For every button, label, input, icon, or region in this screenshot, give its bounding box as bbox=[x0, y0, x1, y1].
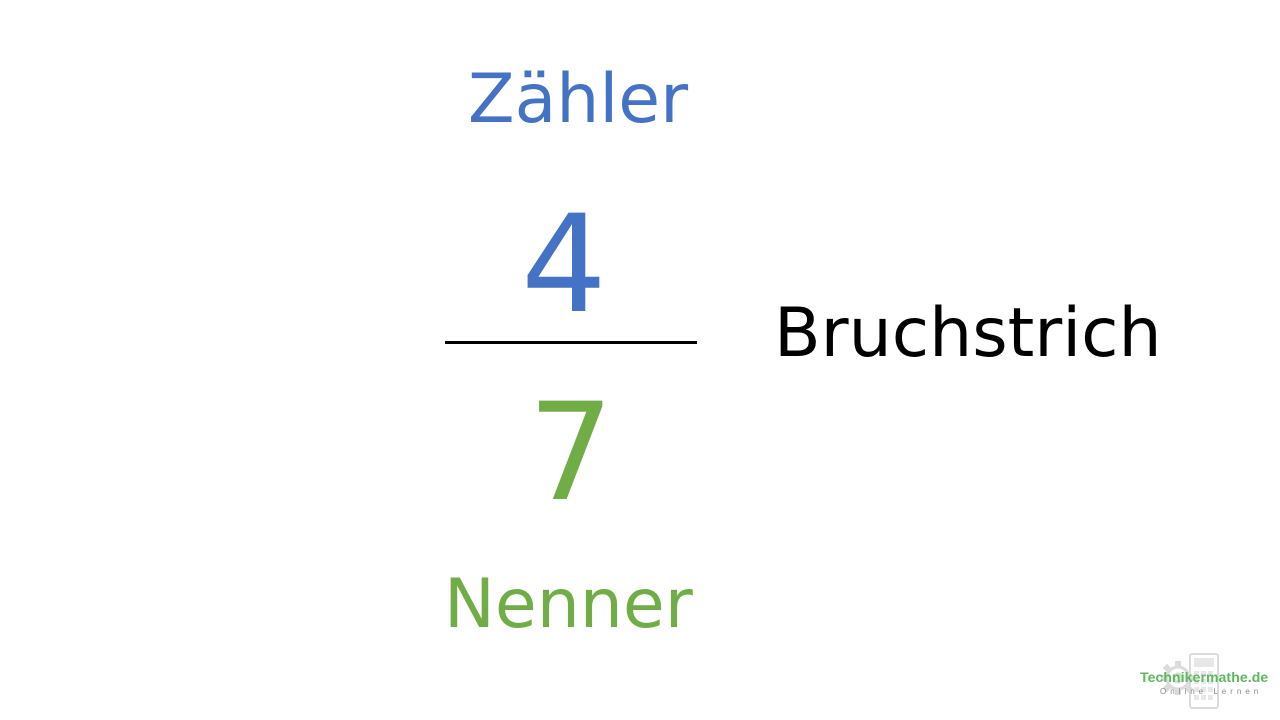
denominator-label: Nenner bbox=[444, 565, 693, 644]
watermark-logo: Technikermathe.de Online Lernen bbox=[1140, 648, 1276, 714]
gear-calculator-icon bbox=[1161, 653, 1219, 709]
fraction-bar bbox=[445, 341, 697, 344]
numerator-value: 4 bbox=[521, 186, 607, 343]
fraction-bar-label: Bruchstrich bbox=[774, 294, 1162, 373]
watermark-brand-text: Technikermathe.de bbox=[1140, 669, 1269, 685]
denominator-value: 7 bbox=[528, 374, 614, 531]
numerator-label: Zähler bbox=[468, 60, 689, 139]
watermark-tagline: Online Lernen bbox=[1160, 687, 1263, 696]
